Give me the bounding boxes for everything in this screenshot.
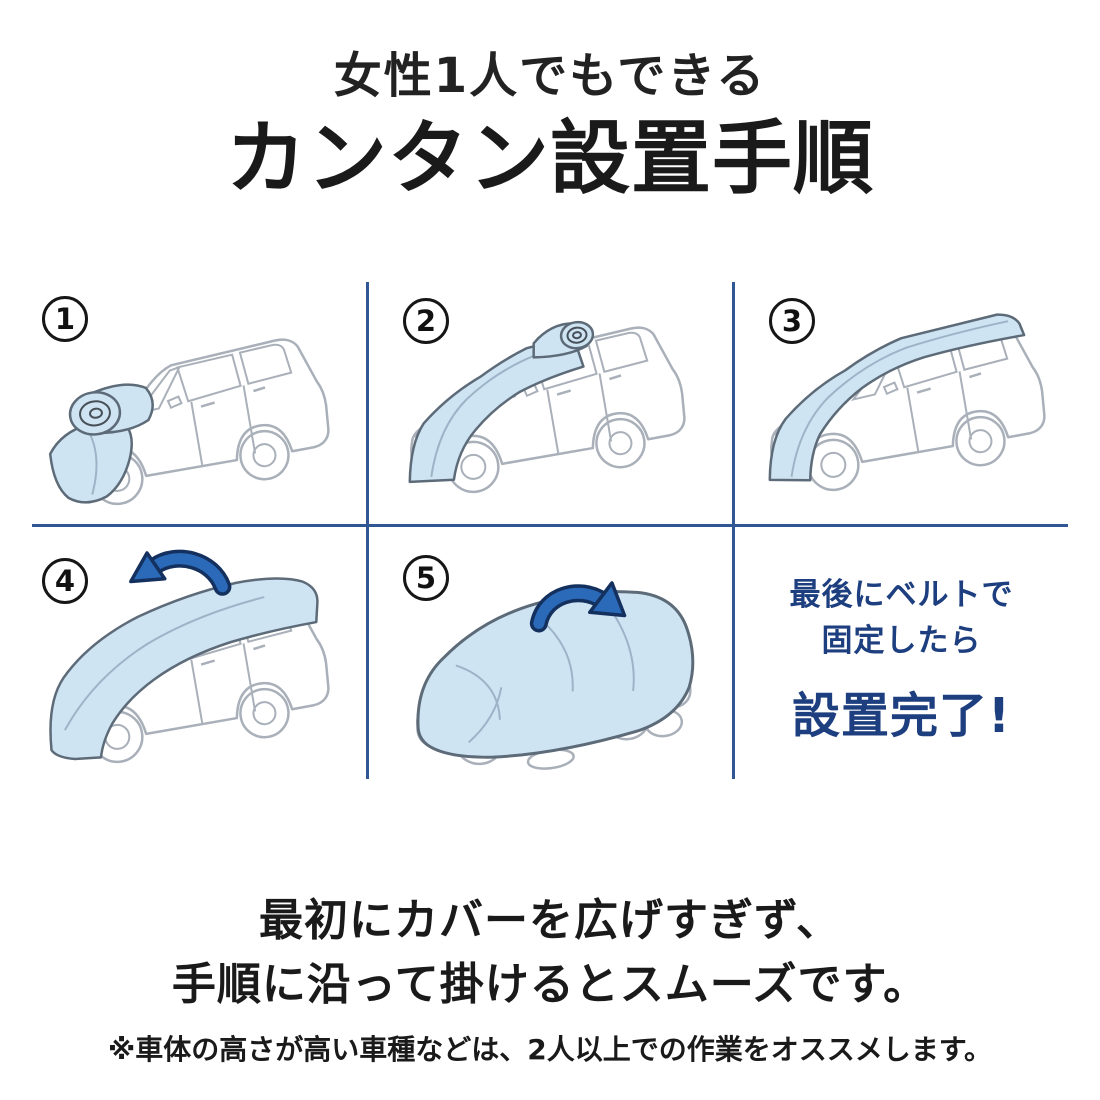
- completion-line-1: 最後にベルトで: [789, 577, 1014, 613]
- car-illustration-step-2: [396, 320, 693, 502]
- car-illustration-step-3: [756, 313, 1053, 500]
- rolled-cover-icon: [68, 383, 154, 436]
- footer-tip-line-2: 手順に沿って掛けるとスムーズです。: [171, 959, 929, 1010]
- footer-tip-line-1: 最初にカバーを広げすぎず、: [259, 895, 841, 946]
- footer-note: ※車体の高さが高い車種などは、2人以上での作業をオススメします。: [108, 1033, 992, 1066]
- car-illustration-step-1: [40, 333, 337, 514]
- car-illustration-step-4: [40, 549, 337, 772]
- step-number-3: 3: [781, 304, 803, 338]
- rolled-cover-icon: [532, 320, 595, 359]
- grid-divider-horizontal: [32, 524, 1068, 527]
- step-number-1: 1: [54, 302, 76, 336]
- grid-divider-vertical-1: [366, 282, 369, 779]
- page-subtitle: 女性1人でもできる: [333, 48, 767, 104]
- unfold-cover-left-arrow-icon: [129, 549, 232, 596]
- step-number-badge-4: 4: [42, 558, 88, 604]
- completion-message: 最後にベルトで 固定したら 設置完了!: [735, 572, 1068, 746]
- cover-front-section: [48, 420, 133, 504]
- step-number-4: 4: [54, 564, 76, 598]
- car-illustration-step-5: [402, 581, 699, 774]
- step-number-badge-1: 1: [42, 296, 88, 342]
- step-number-5: 5: [415, 561, 437, 595]
- cover-half-draped: [49, 577, 319, 761]
- cover-full: [416, 590, 695, 759]
- completion-emphasis: 設置完了!: [792, 688, 1011, 744]
- step-number-badge-5: 5: [403, 555, 449, 601]
- step-number-2: 2: [415, 304, 437, 338]
- completion-line-2: 固定したら: [821, 623, 982, 659]
- step-number-badge-3: 3: [769, 298, 815, 344]
- cover-strip-full: [768, 313, 1026, 482]
- step-number-badge-2: 2: [403, 298, 449, 344]
- grid-divider-vertical-2: [732, 282, 735, 779]
- page-title: カンタン設置手順: [226, 112, 874, 205]
- unfold-cover-right-arrow-icon: [529, 581, 627, 633]
